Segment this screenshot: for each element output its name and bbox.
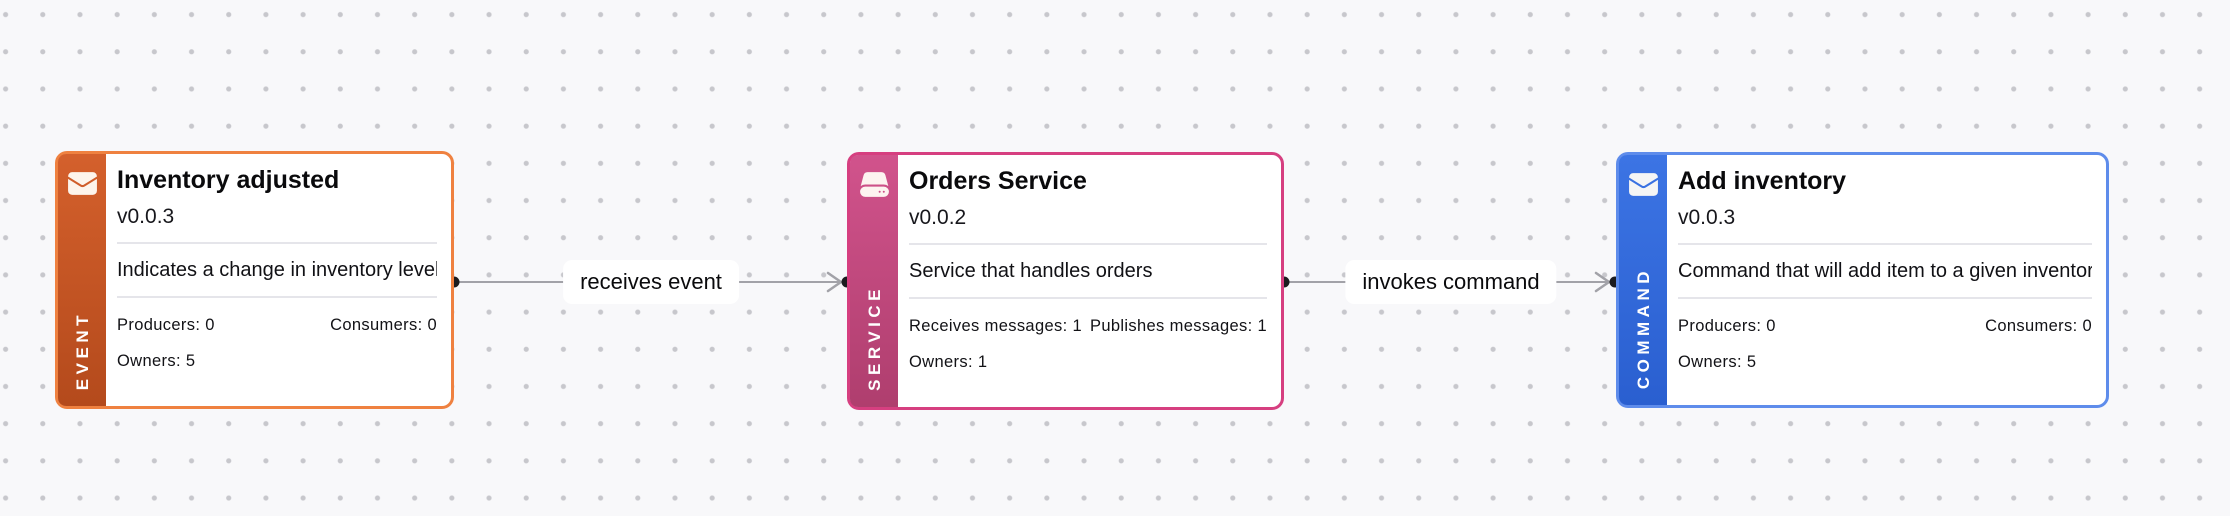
- separator: [117, 296, 437, 298]
- arrowhead-icon: [826, 271, 843, 293]
- node-title: Orders Service: [909, 167, 1087, 195]
- node-command-add-inventory[interactable]: COMMAND Add inventory v0.0.3 Command tha…: [1616, 152, 2109, 408]
- node-version: v0.0.3: [117, 205, 175, 228]
- node-title: Add inventory: [1678, 167, 1847, 195]
- node-type-sidebar: COMMAND: [1619, 155, 1667, 405]
- node-type-label: SERVICE: [864, 285, 884, 391]
- node-title: Inventory adjusted: [117, 166, 340, 194]
- separator: [1678, 297, 2092, 299]
- node-type-sidebar: EVENT: [58, 154, 106, 406]
- stat-producers: Producers: 0: [1678, 317, 1776, 335]
- stat-consumers: Consumers: 0: [330, 316, 437, 334]
- node-service-orders-service[interactable]: SERVICE Orders Service v0.0.2 Service th…: [847, 152, 1284, 410]
- edge-label-invokes-command: invokes command: [1345, 260, 1557, 304]
- node-version: v0.0.2: [909, 206, 967, 229]
- node-description: Indicates a change in inventory level: [117, 259, 437, 281]
- node-type-label: EVENT: [72, 310, 92, 390]
- node-content: Add inventory v0.0.3 Command that will a…: [1667, 155, 2106, 405]
- node-content: Orders Service v0.0.2 Service that handl…: [898, 155, 1281, 407]
- node-event-inventory-adjusted[interactable]: EVENT Inventory adjusted v0.0.3 Indicate…: [55, 151, 454, 409]
- arrowhead-icon: [1594, 271, 1611, 293]
- server-icon: [859, 172, 889, 197]
- stat-consumers: Consumers: 0: [1985, 317, 2092, 335]
- separator: [1678, 243, 2092, 245]
- node-description: Command that will add item to a given in…: [1678, 260, 2092, 282]
- stat-owners: Owners: 5: [1678, 353, 1757, 371]
- separator: [117, 242, 437, 244]
- separator: [909, 297, 1267, 299]
- stat-producers: Producers: 0: [117, 316, 215, 334]
- node-version: v0.0.3: [1678, 206, 1736, 229]
- edge-label-receives-event: receives event: [563, 260, 739, 304]
- node-content: Inventory adjusted v0.0.3 Indicates a ch…: [106, 154, 451, 406]
- stat-owners: Owners: 5: [117, 352, 196, 370]
- separator: [909, 243, 1267, 245]
- stat-owners: Owners: 1: [909, 353, 988, 371]
- node-type-sidebar: SERVICE: [850, 155, 898, 407]
- stat-publishes-messages: Publishes messages: 1: [1089, 317, 1267, 335]
- envelope-icon: [67, 172, 97, 195]
- envelope-icon: [1628, 173, 1658, 196]
- node-type-label: COMMAND: [1633, 266, 1653, 389]
- node-description: Service that handles orders: [909, 260, 1153, 282]
- stat-receives-messages: Receives messages: 1: [909, 317, 1082, 335]
